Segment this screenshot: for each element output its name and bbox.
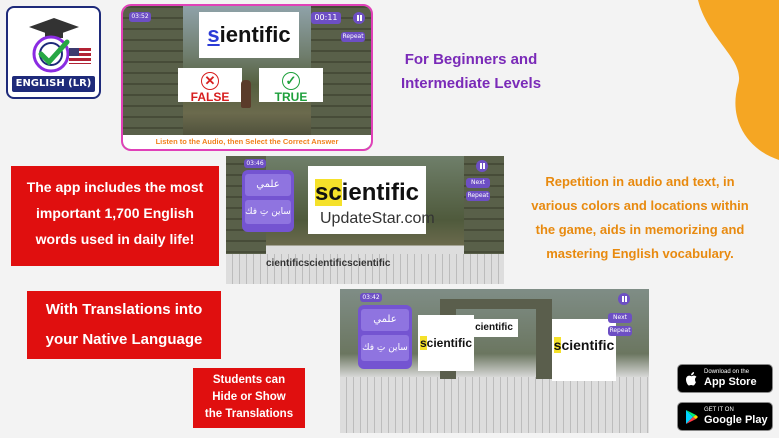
repeat-button[interactable]: Repeat xyxy=(466,191,490,201)
word-card: sientific xyxy=(199,12,299,58)
app-store-big-text: App Store xyxy=(704,376,757,388)
translation-panel[interactable]: علمي ساين تِ فك xyxy=(358,305,412,369)
levels-heading: For Beginners and Intermediate Levels xyxy=(386,48,556,96)
false-label: FALSE xyxy=(190,90,230,104)
feature-words-line-3: words used in daily life! xyxy=(35,231,195,247)
game-screenshot-corridor: 03:42 علمي ساين تِ فك scientific cientif… xyxy=(340,289,649,433)
center-word-card: cientific xyxy=(470,319,518,337)
game-screenshot-translations: cientificscientificscientific 03:46 علمي… xyxy=(226,156,504,284)
levels-line-1: For Beginners and xyxy=(404,51,538,68)
translation-panel[interactable]: علمي ساين تِ فك xyxy=(242,170,294,232)
center-word-text: cientific xyxy=(475,322,513,333)
caption-instructions: Listen to the Audio, then Select the Cor… xyxy=(123,135,371,149)
repetition-line-2: various colors and locations within xyxy=(531,198,749,213)
right-word-highlight: s xyxy=(553,337,562,353)
left-word-rest: cientific xyxy=(426,336,473,350)
right-word-rest: cientific xyxy=(561,337,615,353)
repetition-line-3: the game, aids in memorizing and xyxy=(535,222,745,237)
feature-words-line-2: important 1,700 English xyxy=(36,205,194,221)
left-word-highlight: s xyxy=(419,336,427,350)
repetition-line-1: Repetition in audio and text, in xyxy=(545,174,735,189)
feature-hide-line-1: Students can xyxy=(212,374,286,386)
translation-1: علمي xyxy=(361,309,409,331)
timer: 03:46 xyxy=(244,159,266,168)
right-pillar xyxy=(536,299,552,379)
floor-word-strip: cientificscientificscientific xyxy=(266,258,391,269)
pause-icon[interactable] xyxy=(618,293,630,305)
feature-box-translations: With Translations into your Native Langu… xyxy=(27,291,221,359)
app-logo: ENGLISH (LR) xyxy=(6,6,101,99)
word-highlight: sc xyxy=(314,179,342,206)
watermark: UpdateStar.com xyxy=(320,210,435,227)
repeat-button[interactable]: Repeat xyxy=(341,32,365,42)
word-card: scientific xyxy=(308,166,426,234)
feature-words-line-1: The app includes the most xyxy=(26,179,204,195)
false-button[interactable]: ✕ FALSE xyxy=(178,68,242,104)
timer-left: 03:52 xyxy=(129,12,151,22)
left-word-card: scientific xyxy=(418,315,474,371)
feature-hide-line-3: the Translations xyxy=(204,408,294,420)
graduation-cap-icon xyxy=(29,18,91,73)
feature-box-words: The app includes the most important 1,70… xyxy=(11,166,219,266)
true-label: TRUE xyxy=(274,90,308,104)
x-circle-icon: ✕ xyxy=(201,72,219,90)
feature-hide-line-2: Hide or Show xyxy=(212,391,286,403)
google-play-badge[interactable]: GET IT ON Google Play xyxy=(677,402,773,431)
pause-icon[interactable] xyxy=(476,160,488,172)
feature-box-hide-show: Students can Hide or Show the Translatio… xyxy=(193,368,305,428)
repetition-description: Repetition in audio and text, in various… xyxy=(514,170,766,266)
translation-1: علمي xyxy=(245,174,291,196)
right-word-card: scientific xyxy=(552,319,616,381)
word-highlight: s xyxy=(207,22,220,47)
feature-translations-line-2: your Native Language xyxy=(45,331,203,348)
app-store-small-text: Download on the xyxy=(704,369,750,375)
google-play-big-text: Google Play xyxy=(704,414,768,426)
check-circle-icon: ✓ xyxy=(282,72,300,90)
next-button[interactable]: Next xyxy=(466,178,490,188)
next-button[interactable]: Next xyxy=(608,313,632,323)
timer: 03:42 xyxy=(360,293,382,302)
logo-label: ENGLISH (LR) xyxy=(12,76,95,92)
orange-corner-decoration xyxy=(698,0,779,160)
translation-2: ساين تِ فك xyxy=(245,200,291,224)
pause-icon[interactable] xyxy=(353,12,365,24)
game-screenshot-true-false: 03:52 00:11 Repeat sientific ✕ FALSE ✓ T… xyxy=(121,4,373,151)
levels-line-2: Intermediate Levels xyxy=(400,75,542,92)
word-rest: ientific xyxy=(341,179,420,206)
player-character xyxy=(241,80,251,108)
timer-right: 00:11 xyxy=(311,12,341,24)
feature-translations-line-1: With Translations into xyxy=(45,301,203,318)
true-button[interactable]: ✓ TRUE xyxy=(259,68,323,104)
word-rest: ientific xyxy=(219,22,291,47)
apple-icon xyxy=(686,372,697,386)
repeat-button[interactable]: Repeat xyxy=(608,326,632,336)
google-play-small-text: GET IT ON xyxy=(704,407,734,413)
google-play-icon xyxy=(686,410,698,424)
translation-2: ساين تِ فك xyxy=(361,335,409,361)
app-store-badge[interactable]: Download on the App Store xyxy=(677,364,773,393)
repetition-line-4: mastering English vocabulary. xyxy=(546,246,734,261)
crossbeam xyxy=(440,299,552,309)
